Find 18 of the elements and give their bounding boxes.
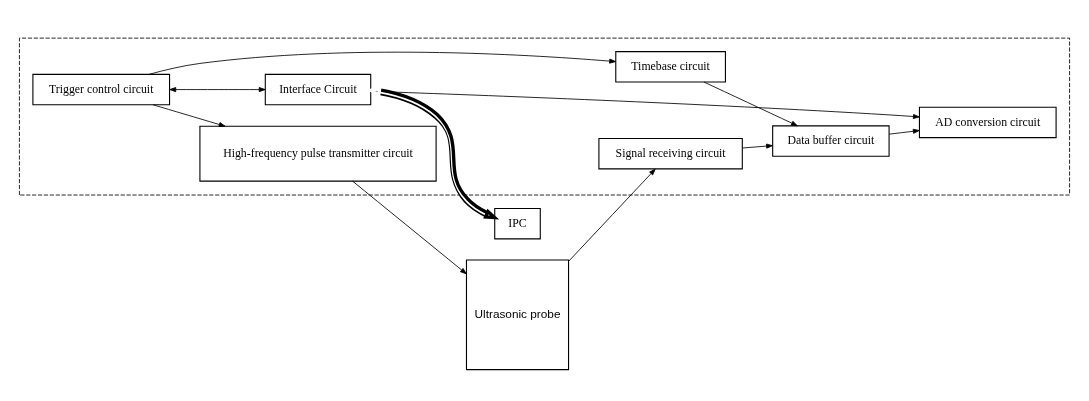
arrow (148, 51, 616, 75)
node-box: Timebase circuit (615, 51, 726, 83)
arrow (152, 104, 226, 127)
cluster (19, 37, 1070, 196)
arrow (703, 81, 798, 127)
node-box: Data buffer circuit (772, 125, 890, 157)
arrow (169, 87, 266, 93)
node-box: Trigger control circuit (32, 73, 171, 106)
arrow (352, 180, 467, 275)
node-box: Signal receiving circuit (598, 137, 743, 170)
arrow (568, 168, 656, 262)
node-box: Ultrasonic probe (465, 259, 570, 371)
node-box: AD conversion circuit (918, 106, 1057, 139)
arrow (741, 143, 773, 149)
node-box: High-frequency pulse transmitter circuit (199, 125, 437, 182)
node-box: Interface Circuit (264, 73, 372, 106)
node-box: IPC (494, 207, 541, 240)
arrow (888, 128, 920, 135)
